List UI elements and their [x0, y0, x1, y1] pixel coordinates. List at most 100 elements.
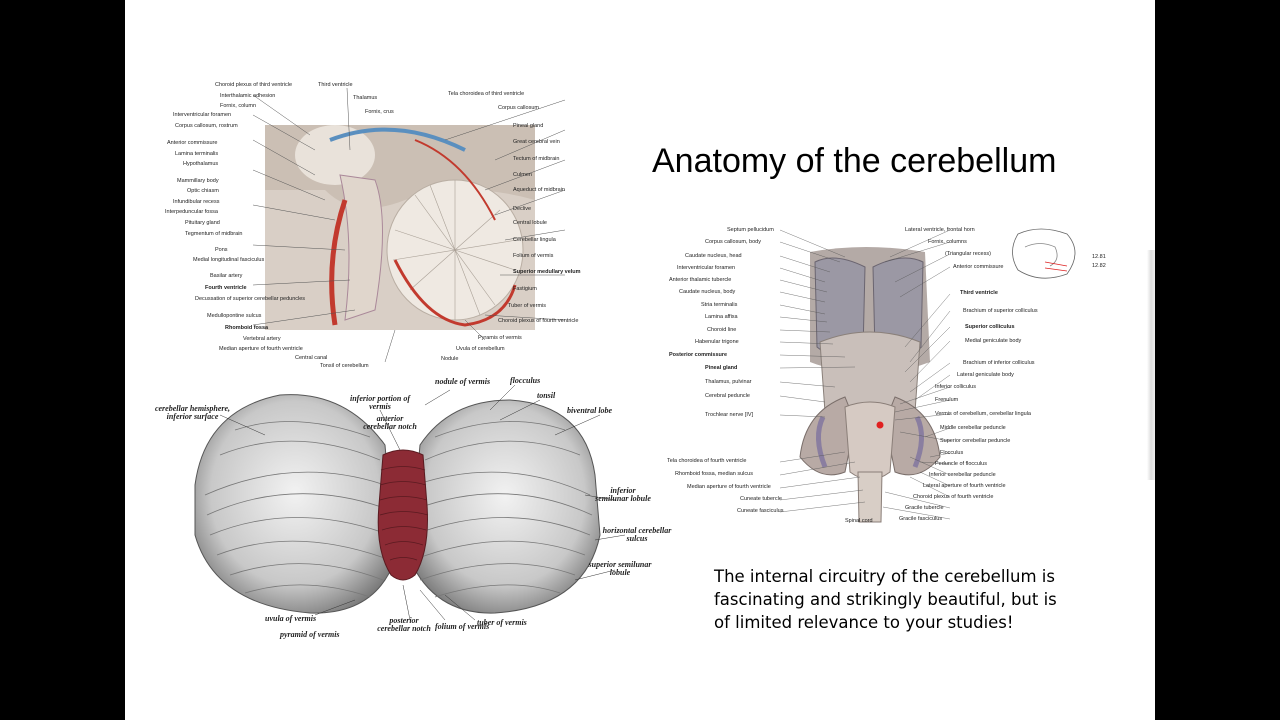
label-thalamus: Thalamus	[353, 95, 378, 101]
label-habenular-trigone: Habenular trigone	[695, 339, 739, 345]
label-stria-terminalis: Stria terminalis	[701, 302, 738, 308]
label-gracile-fasciculus: Gracile fasciculus	[899, 516, 943, 522]
label-cerebellar-hemisphere: cerebellar hemisphere, inferior surface	[154, 404, 231, 421]
label-third-ventricle: Third ventricle	[318, 82, 353, 88]
label-nodule: Nodule	[441, 356, 459, 362]
label-inferior-semilunar-lobule: inferior semilunar lobule	[595, 486, 651, 503]
label-interpeduncular-fossa: Interpeduncular fossa	[165, 209, 218, 215]
label-tegmentum-midbrain: Tegmentum of midbrain	[185, 231, 243, 237]
label-middle-cerebellar-peduncle: Middle cerebellar peduncle	[940, 425, 1006, 431]
label-flocculus: flocculus	[510, 376, 541, 385]
label-choroid-plexus-fourth-ventricle: Choroid plexus of fourth ventricle	[498, 318, 579, 324]
label-lamina-affixa: Lamina affixa	[705, 314, 738, 320]
label-tonsil-cerebellum: Tonsil of cerebellum	[320, 363, 369, 369]
label-pons: Pons	[215, 247, 228, 253]
slide: Choroid plexus of third ventricle Intert…	[125, 0, 1155, 720]
label-choroid-plexus-third-ventricle: Choroid plexus of third ventricle	[215, 82, 293, 88]
label-tuber-vermis-inferior: tuber of vermis	[477, 618, 527, 627]
label-lamina-terminalis: Lamina terminalis	[175, 151, 219, 157]
label-nodule-vermis: nodule of vermis	[435, 377, 491, 386]
label-anterior-cerebellar-notch: anterior cerebellar notch	[363, 414, 417, 431]
label-fourth-ventricle: Fourth ventricle	[205, 285, 247, 291]
label-fornix-columns: Fornix, columns	[928, 239, 967, 245]
label-inset-12-81: 12.81	[1092, 254, 1106, 260]
label-uvula-cerebellum: Uvula of cerebellum	[456, 346, 505, 352]
label-anterior-commissure: Anterior commissure	[167, 140, 218, 146]
label-inset-12-82: 12.82	[1092, 263, 1106, 269]
label-fornix-column: Fornix, column	[220, 103, 257, 109]
label-medullopontine-sulcus: Medullopontine sulcus	[207, 313, 262, 319]
label-superior-semilunar-lobule: superior semilunar lobule	[588, 560, 652, 577]
label-superior-colliculus: Superior colliculus	[965, 324, 1015, 330]
dorsal-brainstem-figure: Septum pellucidum Corpus callosum, body …	[667, 222, 1115, 527]
label-anterior-commissure-dorsal: Anterior commissure	[953, 264, 1004, 270]
label-inferior-portion-vermis: inferior portion of vermis	[349, 394, 410, 411]
label-fastigium: Fastigium	[513, 286, 537, 292]
label-vertebral-artery: Vertebral artery	[243, 336, 281, 342]
label-cuneate-tubercle: Cuneate tubercle	[740, 496, 782, 502]
label-choroid-plexus-fourth-ventricle-dorsal: Choroid plexus of fourth ventricle	[913, 494, 994, 500]
label-declive: Declive	[513, 206, 532, 212]
label-uvula-vermis: uvula of vermis	[265, 614, 317, 623]
label-lateral-geniculate-body: Lateral geniculate body	[957, 372, 1014, 378]
label-brachium-inferior-colliculus: Brachium of inferior colliculus	[963, 360, 1035, 366]
label-pituitary-gland: Pituitary gland	[185, 220, 220, 226]
label-superior-medullary-velum: Superior medullary velum	[513, 269, 581, 275]
label-corpus-callosum-rostrum: Corpus callosum, rostrum	[175, 123, 238, 129]
label-tectum-midbrain: Tectum of midbrain	[513, 156, 560, 162]
label-choroid-line: Choroid line	[707, 327, 737, 333]
label-corpus-callosum: Corpus callosum	[498, 105, 539, 111]
label-thalamus-pulvinar: Thalamus, pulvinar	[705, 379, 752, 385]
label-pyramid-vermis: pyramid of vermis	[280, 630, 340, 639]
label-tela-choroidea-fourth-ventricle: Tela choroidea of fourth ventricle	[667, 458, 747, 464]
label-median-aperture-fourth-ventricle: Median aperture of fourth ventricle	[219, 346, 303, 352]
label-central-canal: Central canal	[295, 355, 328, 361]
label-aqueduct-midbrain: Aqueduct of midbrain	[513, 187, 565, 193]
label-interventricular-foramen-dorsal: Interventricular foramen	[677, 265, 736, 271]
label-cerebellar-lingula: Cerebellar lingula	[513, 237, 556, 243]
label-pineal-gland: Pineal gland	[513, 123, 544, 129]
label-triangular-recess: (Triangular recess)	[945, 251, 991, 257]
label-septum-pellucidum: Septum pellucidum	[727, 227, 774, 233]
label-rhomboid-fossa: Rhomboid fossa	[225, 325, 269, 331]
label-folium-vermis-inferior: folium of vermis	[435, 622, 490, 631]
slide-title: Anatomy of the cerebellum	[652, 142, 1057, 180]
label-lateral-aperture-fourth-ventricle: Lateral aperture of fourth ventricle	[923, 483, 1006, 489]
label-interthalamic-adhesion: Interthalamic adhesion	[220, 93, 276, 99]
label-gracile-tubercle: Gracile tubercle	[905, 505, 944, 511]
label-superior-cerebellar-peduncle: Superior cerebellar peduncle	[940, 438, 1011, 444]
label-inferior-colliculus: Inferior colliculus	[935, 384, 976, 390]
label-flocculus-dorsal: Flocculus	[940, 450, 964, 456]
sagittal-brain-figure: Choroid plexus of third ventricle Intert…	[165, 80, 665, 375]
label-tonsil: tonsil	[537, 391, 556, 400]
label-trochlear-nerve: Trochlear nerve [IV]	[705, 412, 754, 418]
label-hypothalamus: Hypothalamus	[183, 161, 219, 167]
inferior-cerebellum-figure: cerebellar hemisphere, inferior surface …	[145, 375, 685, 645]
label-spinal-cord: Spinal cord	[845, 518, 873, 524]
dorsal-brainstem-illustration	[779, 228, 1076, 523]
label-central-lobule: Central lobule	[513, 220, 547, 226]
label-medial-longitudinal-fasciculus: Medial longitudinal fasciculus	[193, 257, 265, 263]
label-interventricular-foramen: Interventricular foramen	[173, 112, 232, 118]
label-brachium-superior-colliculus: Brachium of superior colliculus	[963, 308, 1038, 314]
label-fornix-crus: Fornix, crus	[365, 109, 394, 115]
label-decussation-scp: Decussation of superior cerebellar pedun…	[195, 296, 306, 302]
label-tela-choroidea-third-ventricle: Tela choroidea of third ventricle	[448, 91, 525, 97]
label-cerebral-peduncle: Cerebral peduncle	[705, 393, 750, 399]
label-optic-chiasm: Optic chiasm	[187, 188, 219, 194]
label-inferior-cerebellar-peduncle: Inferior cerebellar peduncle	[929, 472, 996, 478]
label-pineal-gland-dorsal: Pineal gland	[705, 365, 738, 371]
label-tuber-vermis: Tuber of vermis	[508, 303, 547, 309]
inferior-cerebellum-illustration	[194, 384, 626, 621]
label-folium-vermis: Folium of vermis	[513, 253, 554, 259]
label-vermis-cerebellar-lingula: Vermis of cerebellum, cerebellar lingula	[935, 411, 1031, 417]
label-basilar-artery: Basilar artery	[210, 273, 243, 279]
sagittal-brain-illustration	[252, 87, 566, 363]
label-horizontal-cerebellar-sulcus: horizontal cerebellar sulcus	[602, 526, 672, 543]
label-anterior-thalamic-tubercle: Anterior thalamic tubercle	[669, 277, 732, 283]
label-posterior-commissure: Posterior commissure	[669, 352, 728, 358]
label-biventral-lobe: biventral lobe	[567, 406, 613, 415]
label-cuneate-fasciculus: Cuneate fasciculus	[737, 508, 784, 514]
label-medial-geniculate-body: Medial geniculate body	[965, 338, 1022, 344]
label-peduncle-flocculus: Peduncle of flocculus	[935, 461, 987, 467]
